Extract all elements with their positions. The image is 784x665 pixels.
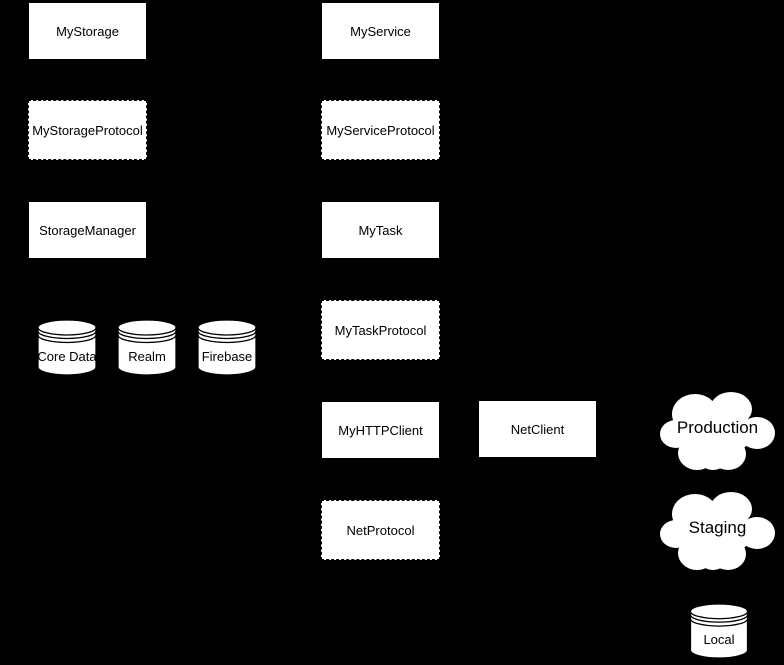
- node-label: StorageManager: [39, 222, 136, 238]
- node-core-data: Core Data: [37, 318, 97, 377]
- node-label: Realm: [128, 348, 166, 364]
- node-myservice: MyService: [321, 2, 440, 60]
- node-myhttpclient: MyHTTPClient: [321, 401, 440, 459]
- node-myserviceprotocol: MyServiceProtocol: [321, 100, 440, 160]
- node-label: MyStorageProtocol: [32, 122, 143, 138]
- node-storagemanager: StorageManager: [28, 201, 147, 259]
- node-realm: Realm: [117, 318, 177, 377]
- node-local: Local: [688, 602, 750, 660]
- node-label: MyStorage: [56, 23, 119, 39]
- node-label: Local: [703, 632, 735, 647]
- node-netclient: NetClient: [478, 400, 597, 458]
- node-firebase: Firebase: [197, 318, 257, 377]
- node-label: MyTask: [358, 222, 403, 238]
- node-label: Staging: [688, 518, 747, 537]
- node-label: Production: [676, 418, 759, 437]
- node-mytask: MyTask: [321, 201, 440, 259]
- node-label: MyHTTPClient: [338, 422, 423, 438]
- node-mytaskprotocol: MyTaskProtocol: [321, 300, 440, 360]
- node-label: MyTaskProtocol: [334, 322, 427, 338]
- node-label: MyServiceProtocol: [326, 122, 435, 138]
- node-label: Firebase: [201, 348, 253, 364]
- node-label: MyService: [350, 23, 411, 39]
- node-netprotocol: NetProtocol: [321, 500, 440, 560]
- node-production: Production: [659, 389, 776, 473]
- node-label: Core Data: [37, 348, 97, 364]
- node-staging: Staging: [659, 489, 776, 573]
- node-label: NetProtocol: [346, 522, 415, 538]
- node-mystorageprotocol: MyStorageProtocol: [28, 100, 147, 160]
- node-mystorage: MyStorage: [28, 2, 147, 60]
- node-label: NetClient: [510, 421, 565, 437]
